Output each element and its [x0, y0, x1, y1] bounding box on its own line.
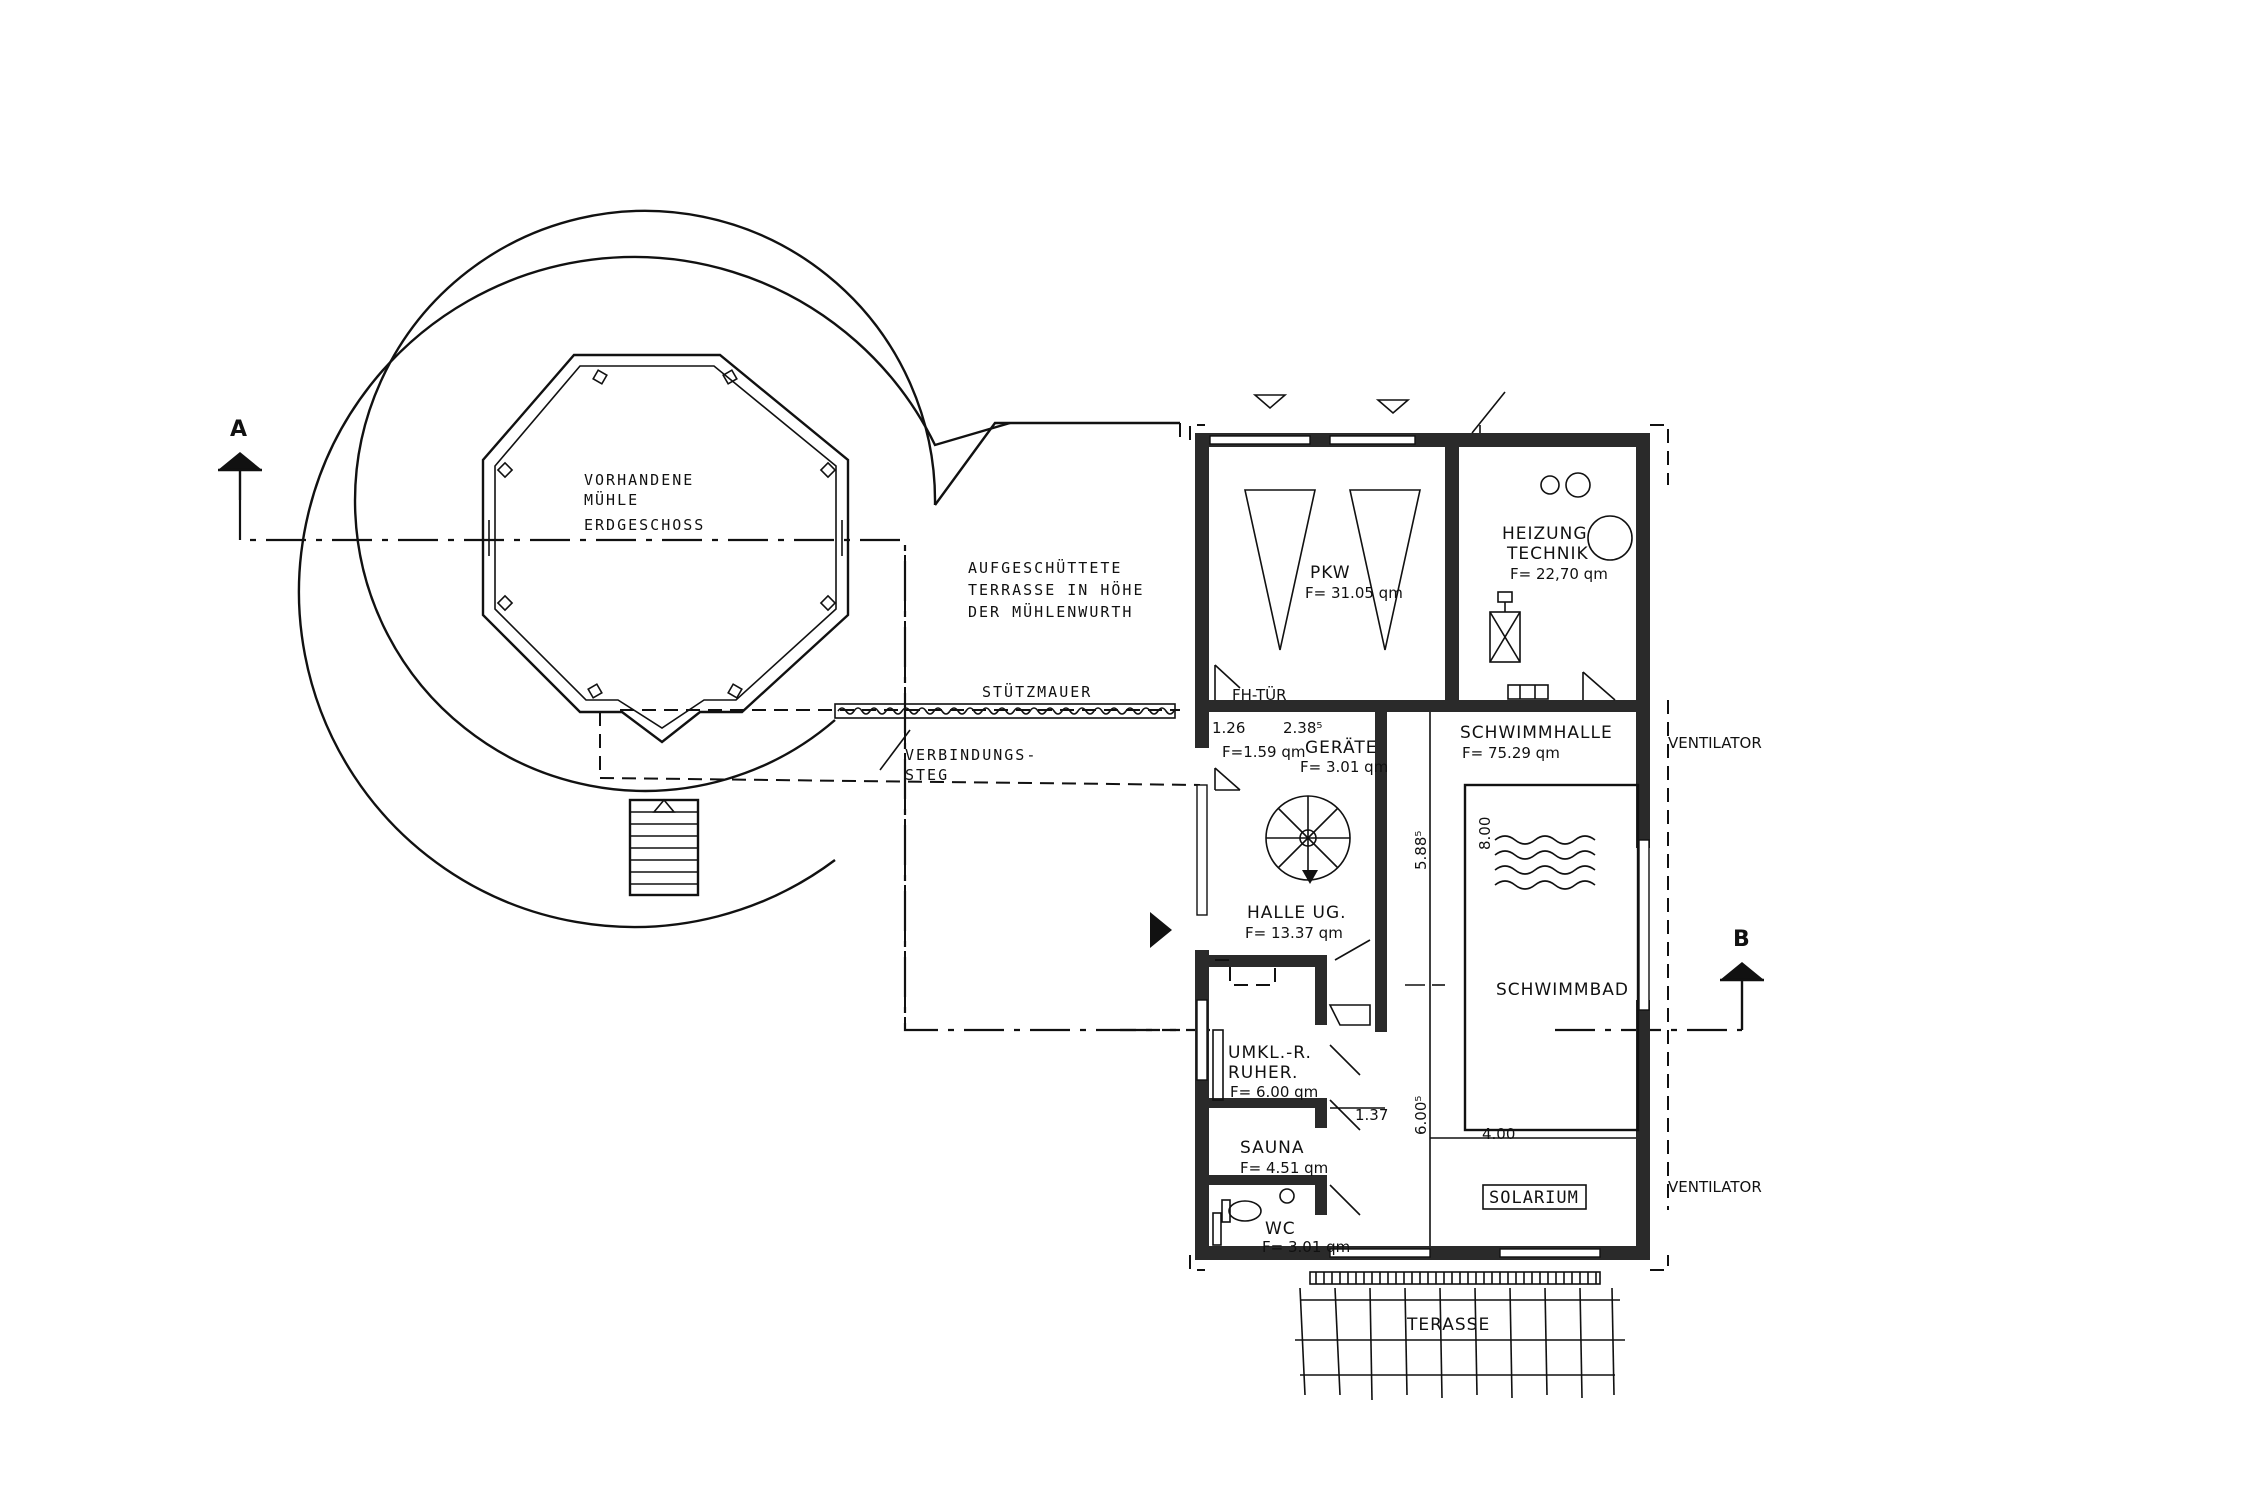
sauna-area: F= 4.51 qm [1240, 1159, 1328, 1177]
dim-6-005: 6.00⁵ [1412, 1096, 1430, 1135]
halle-ug-name: HALLE UG. [1247, 903, 1347, 923]
pool [1405, 783, 1640, 1132]
hall-name: SCHWIMMHALLE [1460, 723, 1613, 743]
wc-name: WC [1265, 1219, 1296, 1239]
dim-4-00: 4.00 [1482, 1125, 1515, 1143]
section-line-a: A [218, 417, 1210, 1032]
fh-door-label: FH-TÜR [1232, 685, 1287, 704]
mill-label-line3: ERDGESCHOSS [584, 516, 705, 534]
mill-label-line1: VORHANDENE [584, 471, 694, 489]
mill-label-line2: MÜHLE [584, 490, 639, 509]
geraete-name: GERÄTE [1305, 737, 1377, 758]
small-room-area: F=1.59 qm [1222, 743, 1306, 761]
mill-octagon [481, 353, 850, 744]
walkway-label-line1: VERBINDUNGS- [905, 746, 1037, 764]
umkl-area: F= 6.00 qm [1230, 1083, 1318, 1101]
mill-embankment [297, 209, 1180, 929]
terrace-note-line1: AUFGESCHÜTTETE [968, 558, 1122, 577]
mill-label: VORHANDENE MÜHLE ERDGESCHOSS [584, 471, 705, 534]
pool-label: SCHWIMMBAD [1496, 980, 1629, 1000]
sauna-name: SAUNA [1240, 1138, 1305, 1158]
entry-hall [1150, 767, 1371, 1026]
pkw-name: PKW [1310, 563, 1351, 583]
umkl-line1: UMKL.-R. [1228, 1043, 1312, 1063]
section-b-label: B [1733, 927, 1750, 952]
retaining-wall [834, 703, 1176, 771]
terrace-note: AUFGESCHÜTTETE TERRASSE IN HÖHE DER MÜHL… [968, 558, 1145, 621]
dim-2-385: 2.38⁵ [1283, 719, 1322, 737]
pkw-room [1214, 394, 1421, 700]
heating-line1: HEIZUNG [1502, 524, 1588, 544]
umkl-line2: RUHER. [1228, 1063, 1298, 1083]
mill-stair [628, 798, 700, 897]
halle-ug-area: F= 13.37 qm [1245, 924, 1343, 942]
dim-1-37: 1.37 [1355, 1106, 1388, 1124]
terasse-label: TERASSE [1406, 1315, 1490, 1335]
dim-8-00: 8.00 [1476, 817, 1494, 850]
ventilator-top-label: VENTILATOR [1668, 734, 1762, 752]
pkw-area: F= 31.05 qm [1305, 584, 1403, 602]
wc-area: F= 3.01 qm [1262, 1238, 1350, 1256]
heating-area: F= 22,70 qm [1510, 565, 1608, 583]
section-a-label: A [230, 417, 247, 442]
dim-5-885: 5.88⁵ [1412, 831, 1430, 870]
dim-1-26: 1.26 [1212, 719, 1245, 737]
wellness-area [1212, 1029, 1587, 1246]
terrace-grid [1295, 1271, 1625, 1401]
hall-area: F= 75.29 qm [1462, 744, 1560, 762]
ventilator-bottom-label: VENTILATOR [1668, 1178, 1762, 1196]
terrace-outline [599, 423, 1201, 1025]
solarium-label: SOLARIUM [1489, 1188, 1579, 1208]
heating-room [1471, 391, 1633, 701]
terrace-note-line2: TERRASSE IN HÖHE [968, 580, 1145, 599]
retaining-wall-label: STÜTZMAUER [982, 682, 1092, 701]
heating-line2: TECHNIK [1506, 544, 1589, 564]
geraete-area: F= 3.01 qm [1300, 758, 1388, 776]
house-outline [1189, 424, 1669, 1271]
walkway-label-line2: STEG [905, 766, 949, 784]
section-line-b: B [1555, 927, 1764, 1032]
terrace-note-line3: DER MÜHLENWURTH [968, 602, 1133, 621]
